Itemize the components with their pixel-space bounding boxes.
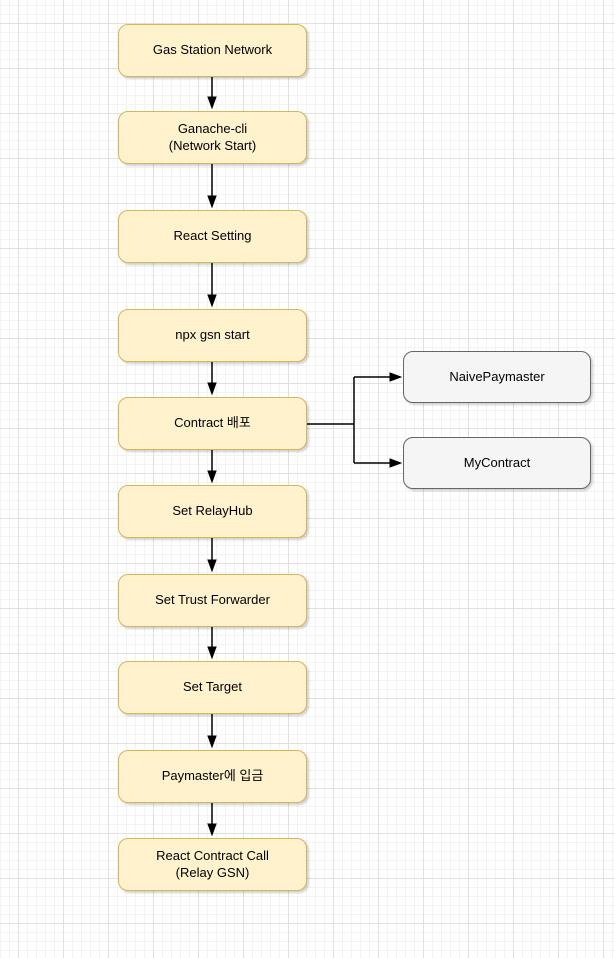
node-gas-station-network[interactable]: Gas Station Network — [118, 24, 307, 77]
node-paymaster-deposit[interactable]: Paymaster에 입금 — [118, 750, 307, 803]
node-set-trust-forwarder[interactable]: Set Trust Forwarder — [118, 574, 307, 627]
node-react-setting[interactable]: React Setting — [118, 210, 307, 263]
node-contract-deploy[interactable]: Contract 배포 — [118, 397, 307, 450]
node-my-contract[interactable]: MyContract — [403, 437, 591, 489]
node-npx-gsn-start[interactable]: npx gsn start — [118, 309, 307, 362]
node-set-relayhub[interactable]: Set RelayHub — [118, 485, 307, 538]
node-ganache-cli[interactable]: Ganache-cli (Network Start) — [118, 111, 307, 164]
node-set-target[interactable]: Set Target — [118, 661, 307, 714]
node-naive-paymaster[interactable]: NaivePaymaster — [403, 351, 591, 403]
node-react-contract-call[interactable]: React Contract Call (Relay GSN) — [118, 838, 307, 891]
